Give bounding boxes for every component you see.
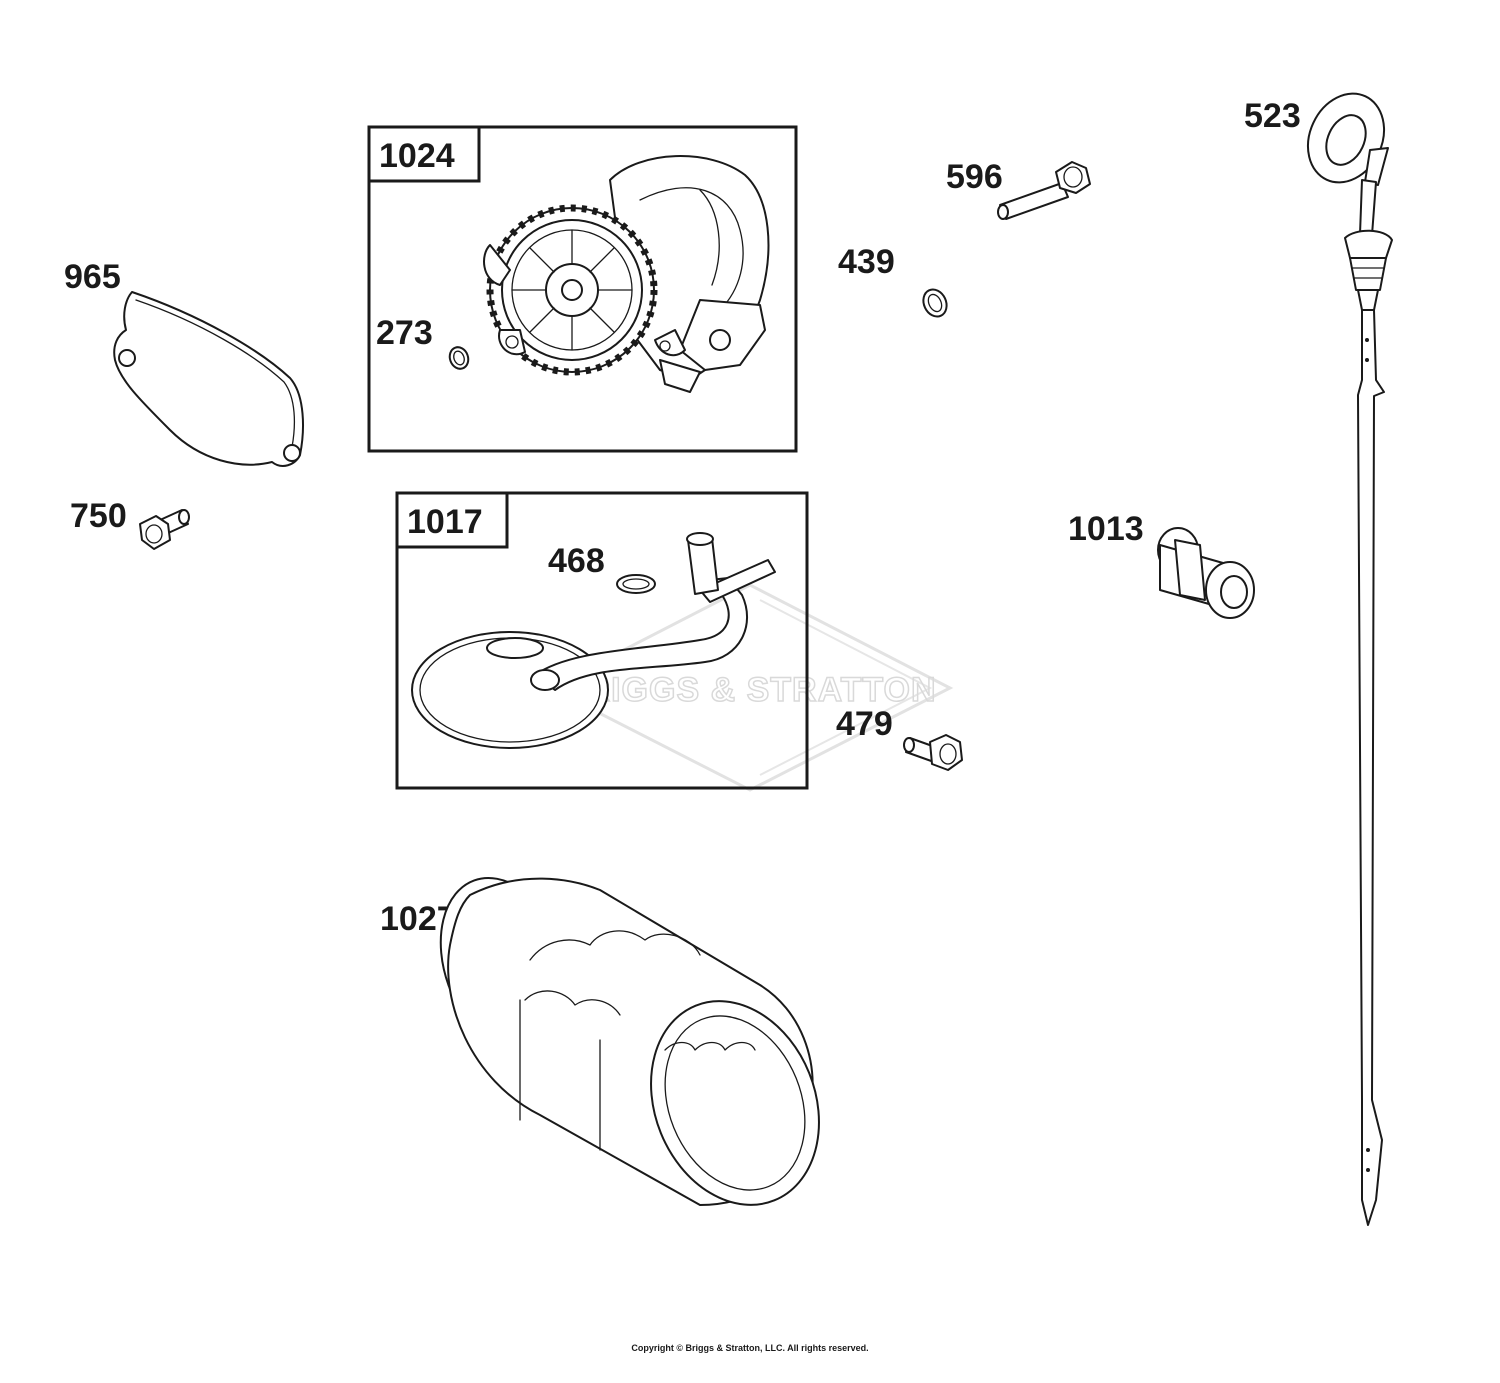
o-ring-468-icon[interactable] [616,574,656,594]
gasket-965-icon[interactable] [113,291,304,467]
box-1024-frame [367,125,798,453]
watermark-text: BRIGGS & STRATTON [560,671,937,709]
bolt-479-icon[interactable] [903,734,963,771]
watermark-logo: BRIGGS & STRATTON [546,583,954,792]
oil-pickup-tube-icon[interactable] [411,532,776,749]
label-1017[interactable]: 1017 [407,503,483,541]
box-1017-tag [395,491,509,549]
label-596[interactable]: 596 [946,158,1003,196]
label-750[interactable]: 750 [70,497,127,535]
label-468[interactable]: 468 [548,542,605,580]
label-523[interactable]: 523 [1244,97,1301,135]
label-965[interactable]: 965 [64,258,121,296]
label-479[interactable]: 479 [836,705,893,743]
part-group-1017: 1017 468 [395,491,809,790]
o-ring-273-icon[interactable] [447,345,471,372]
bolt-596-icon[interactable] [997,161,1091,220]
label-1024[interactable]: 1024 [379,137,455,175]
o-ring-439-icon[interactable] [919,286,951,321]
oil-pump-icon[interactable] [483,155,770,393]
box-1017-frame [395,491,809,790]
part-group-1024: 1024 273 [367,125,798,453]
label-439[interactable]: 439 [838,243,895,281]
box-1024-tag [367,125,481,183]
fitting-1013-icon[interactable] [1157,527,1255,619]
label-1013[interactable]: 1013 [1068,510,1144,548]
oil-filter-1027-icon[interactable] [418,860,849,1230]
copyright-text: Copyright © Briggs & Stratton, LLC. All … [631,1343,868,1353]
bolt-750-icon[interactable] [139,509,190,550]
label-273[interactable]: 273 [376,314,433,352]
dipstick-523-icon[interactable] [1294,81,1398,1226]
